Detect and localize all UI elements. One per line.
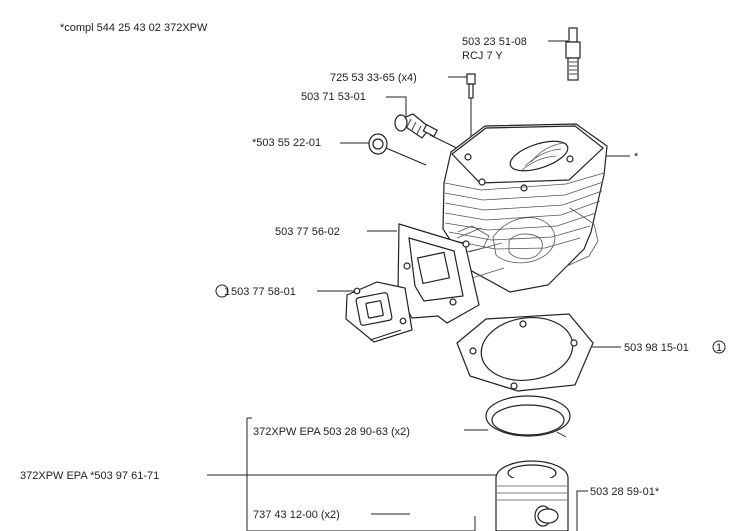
label-exhaust-plate: 503 77 56-02 <box>275 226 340 238</box>
leader-decompression-valve <box>386 96 407 118</box>
label-spark-plug: 503 23 51-08 <box>462 36 527 48</box>
circle-marker-upper-gasket <box>215 284 229 298</box>
circle-marker-cylinder-gasket <box>712 340 726 354</box>
cylinder-icon <box>442 123 608 293</box>
diagram-title: *compl 544 25 43 02 372XPW <box>60 22 208 34</box>
label-piston-kit: 372XPW EPA *503 97 61-71 <box>20 470 159 482</box>
exhaust-plate-icon <box>397 223 505 324</box>
label-spark-plug-type: RCJ 7 Y <box>462 50 503 62</box>
cylinder-marker: * <box>634 151 639 163</box>
label-decompression-cap: *503 55 22-01 <box>252 137 321 149</box>
piston-ring-icon <box>485 395 571 438</box>
label-circlip: 737 43 12-00 (x2) <box>253 509 340 521</box>
label-piston-ring: 372XPW EPA 503 28 90-63 (x2) <box>253 426 410 438</box>
label-decompression-valve: 503 71 53-01 <box>301 91 366 103</box>
label-upper-gasket: 503 77 58-01 <box>231 286 296 298</box>
cylinder-gasket-marker: 1 <box>716 342 722 354</box>
leader-wrist-pin <box>576 490 588 531</box>
label-screw: 725 53 33-65 (x4) <box>330 72 417 84</box>
label-wrist-pin: 503 28 59-01* <box>590 486 660 498</box>
upper-gasket-marker: 1 <box>224 286 230 298</box>
decompression-cap-icon <box>368 133 427 166</box>
spark-plug-icon <box>565 27 581 81</box>
cylinder-gasket-icon <box>456 313 594 392</box>
piston-icon <box>495 460 569 531</box>
label-cylinder-gasket: 503 98 15-01 <box>624 342 689 354</box>
decompression-valve-icon <box>394 113 466 153</box>
upper-gasket-icon <box>345 281 413 343</box>
